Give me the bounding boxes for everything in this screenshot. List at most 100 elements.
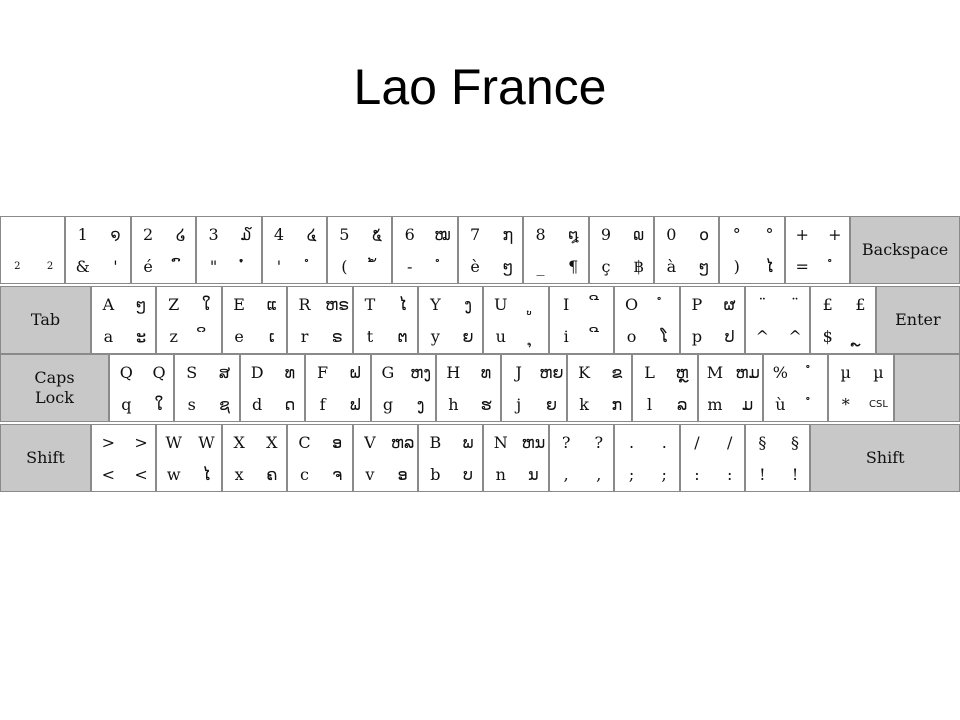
key-glyph: ໆ [502,257,514,277]
key-glyph: £ [822,294,833,314]
keyboard-key[interactable]: °°)ໄ [719,216,785,284]
key-glyph: ໍ [797,355,829,391]
keyboard-key[interactable]: %ໍùໍ [763,354,829,422]
key-glyph: s [187,395,196,415]
key-glyph: à [666,257,677,277]
key-caps-lock[interactable]: Caps Lock [0,354,109,422]
keyboard-key[interactable]: 3໓"ໍ່ [196,216,262,284]
key-glyph: / [694,432,700,452]
key-glyph: C [298,432,311,452]
keyboard-key[interactable]: 2໒éົ [130,216,197,284]
keyboard-key[interactable]: Iີiີ [548,286,615,354]
key-glyph: £ [855,294,866,314]
key-glyph: a [103,327,114,347]
key-glyph: ໑ [110,224,121,244]
key-glyph: ິ [190,319,222,355]
key-glyph: ! [759,465,766,485]
keyboard-key[interactable]: ££$ຼ [810,286,876,354]
key-glyph: ຕ [397,327,408,347]
keyboard-key[interactable]: 4໔'ໍ [261,216,327,284]
key-glyph: ປ [724,327,735,347]
keyboard-key[interactable]: Oໍoໂ [614,286,680,354]
key-glyph: ¨ [758,294,767,314]
key-glyph: z [169,327,178,347]
keyboard-key[interactable]: //:: [679,424,745,492]
keyboard-key[interactable]: ¨¨^^ [745,286,811,354]
key-glyph: ແ [266,294,278,314]
keyboard-key[interactable]: >><< [91,424,157,492]
key-glyph: A [102,294,115,314]
keyboard-key[interactable]: 5໕(ໍ້ [327,216,393,284]
key-glyph: < [134,465,148,485]
key-glyph: . [661,432,667,452]
key-glyph: ຊ [218,395,230,415]
keyboard-key[interactable]: ..;; [614,424,680,492]
keyboard-key[interactable]: ++=ໍ [784,216,851,284]
key-glyph: ໍ [648,287,680,323]
key-backspace[interactable]: Backspace [850,216,960,284]
key-enter-extension[interactable] [893,354,960,422]
key-glyph: ດ [284,395,296,415]
key-glyph: p [691,327,703,347]
key-glyph: u [495,327,506,347]
key-glyph: , [596,465,602,485]
key-shift[interactable]: Shift [810,424,960,492]
key-tab[interactable]: Tab [0,286,91,354]
key-enter[interactable]: Enter [875,286,960,354]
keyboard-key[interactable]: Uູuຸ [483,286,549,355]
key-glyph: m [707,395,723,415]
key-glyph: ຝ [349,362,362,382]
key-glyph: J [515,362,522,382]
key-glyph: y [430,327,440,347]
key-glyph: ຸ [517,319,549,355]
key-glyph: F [316,362,329,382]
key-glyph: ໄ [765,257,774,277]
key-glyph: ລ [677,395,688,415]
keyboard-key[interactable]: §§!! [745,424,811,492]
key-glyph: ທ [284,362,296,382]
key-glyph: ຟ [349,395,361,415]
keyboard-key[interactable]: Zໃzິ [156,286,222,355]
key-glyph: é [143,257,153,277]
key-glyph: ອ [332,432,343,452]
keyboard-key[interactable]: ??,, [548,424,615,492]
key-shift[interactable]: Shift [0,424,91,492]
key-glyph: > [101,432,116,452]
key-glyph: ໃ [202,294,211,314]
key-glyph: t [366,327,374,347]
keyboard-key[interactable]: 6ໝ-ໍ [392,216,458,284]
key-glyph: % [772,362,788,382]
key-glyph: 0 [666,224,677,244]
key-glyph: 4 [273,224,285,244]
key-glyph: ໘ [567,224,579,244]
